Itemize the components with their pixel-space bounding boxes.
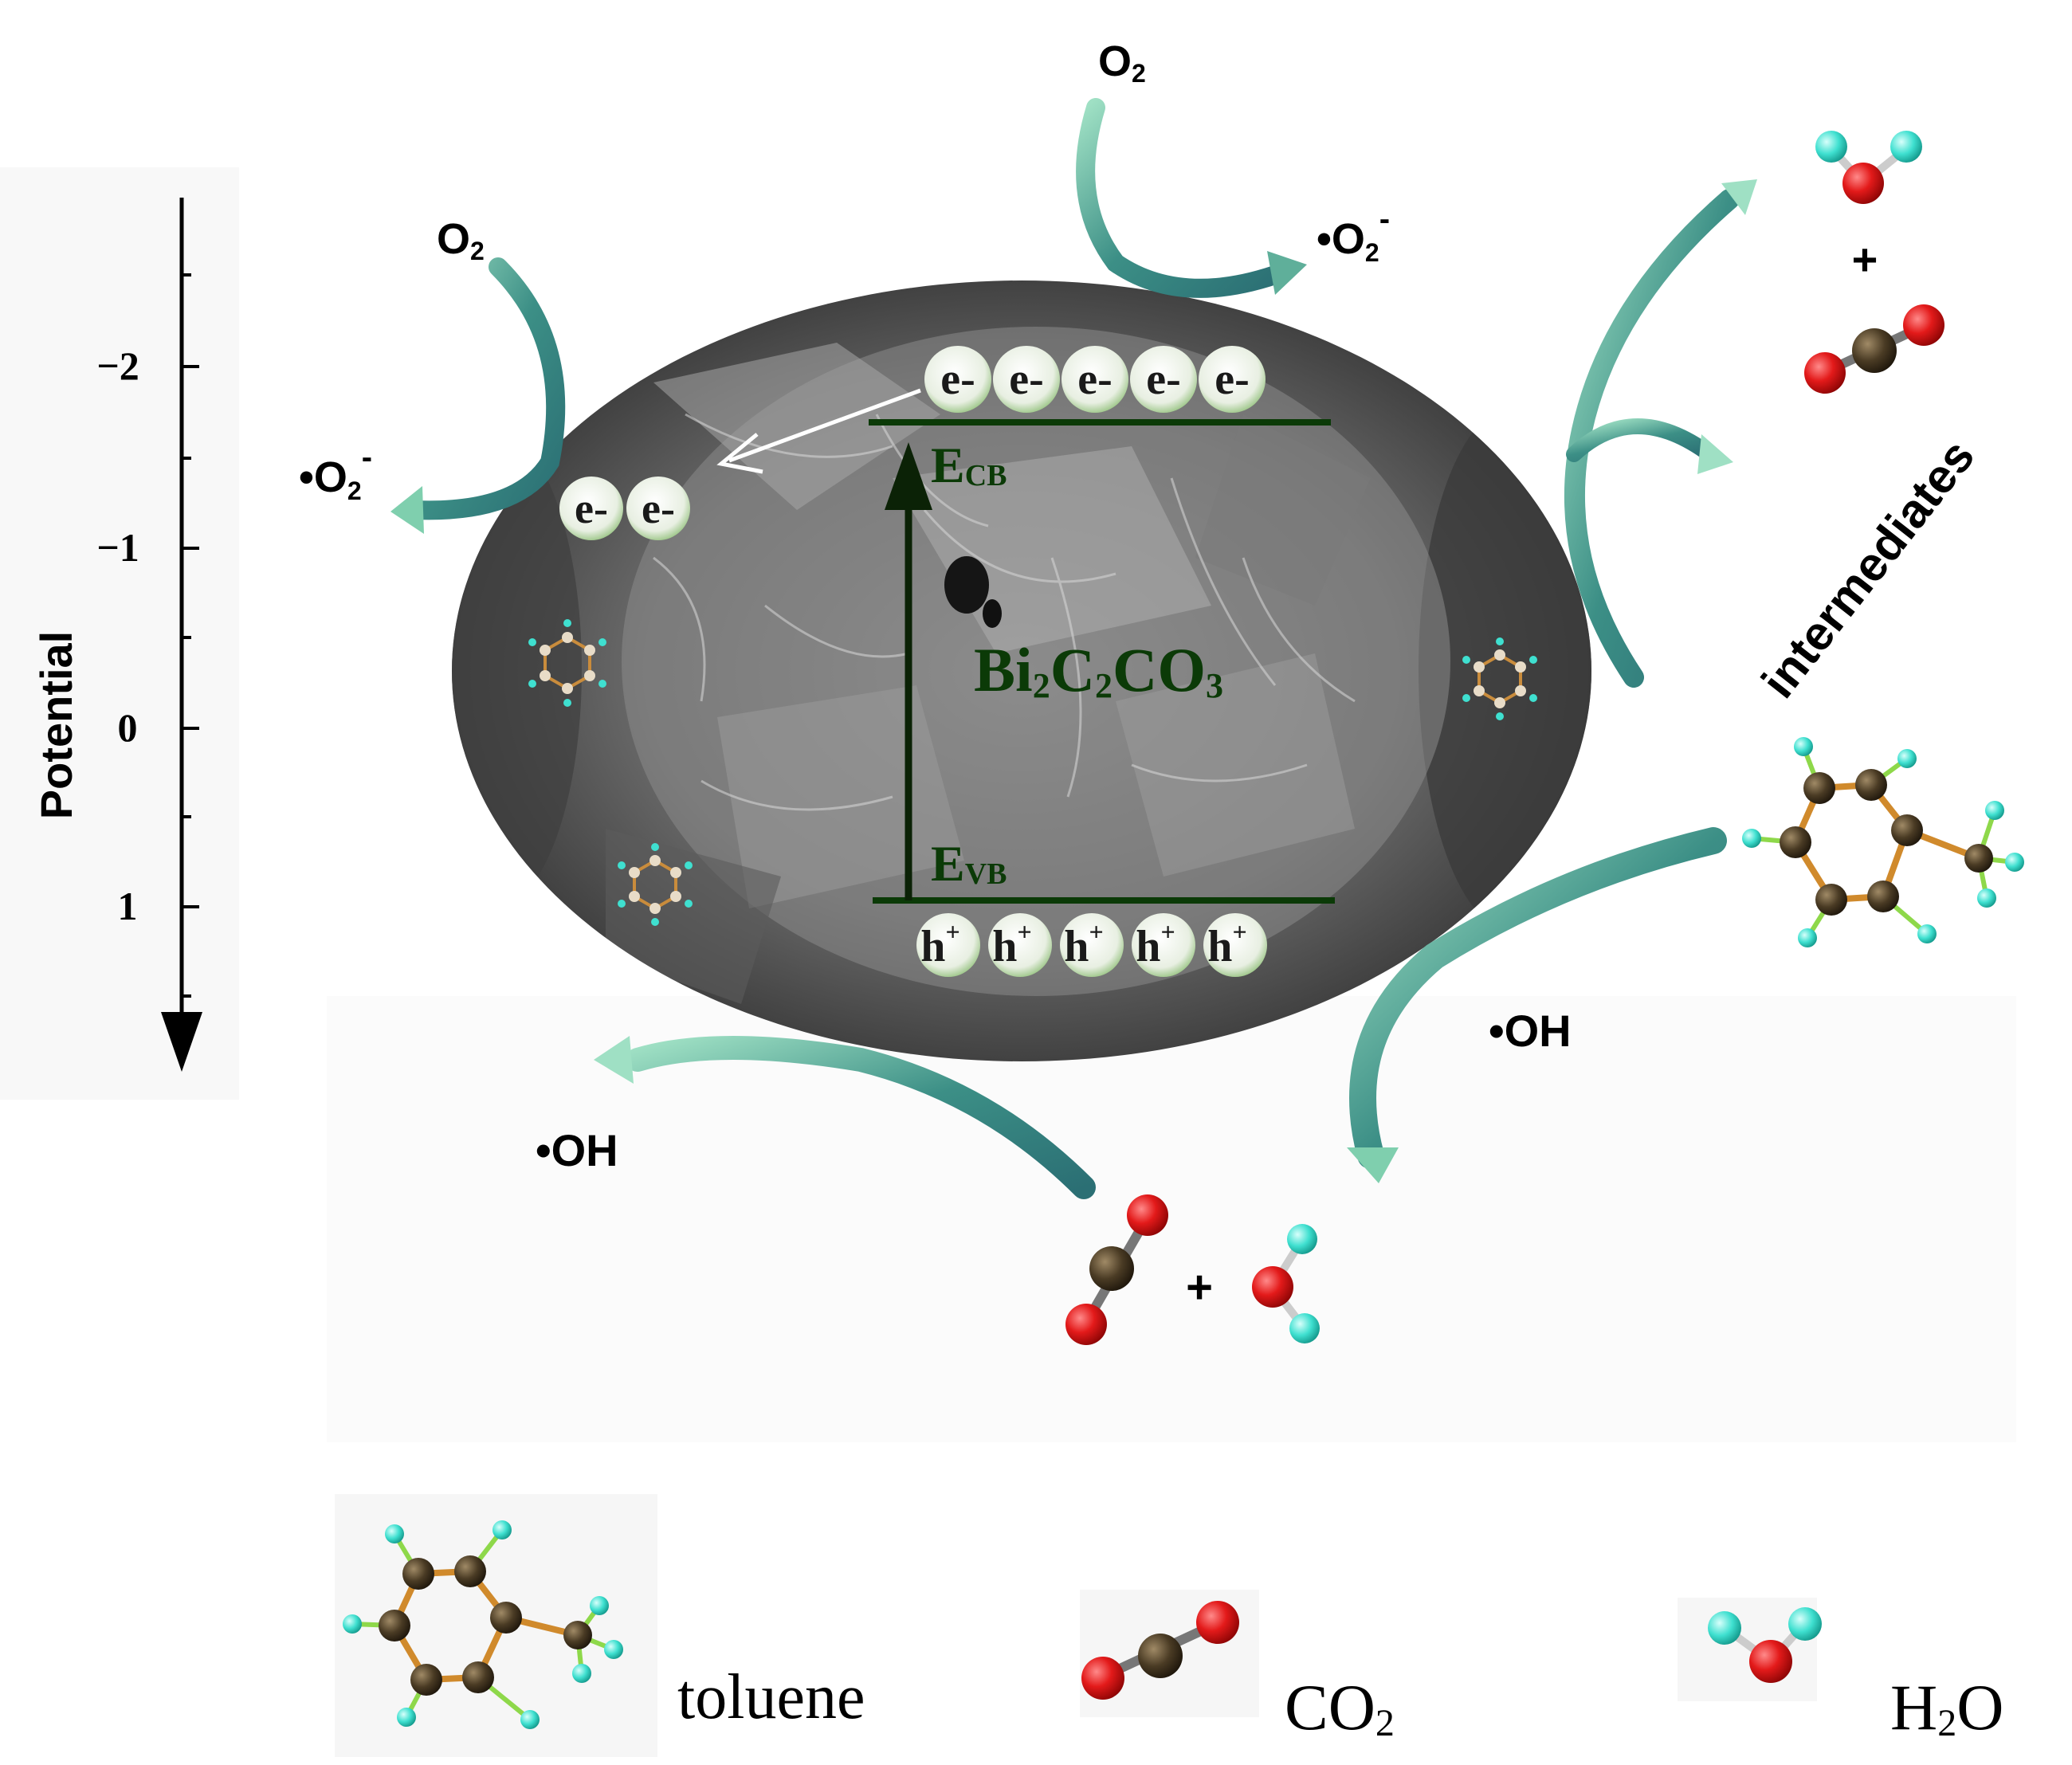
superoxide-label-left: •O2- [299,440,372,505]
legend-co2-label: CO2 [1285,1671,1395,1744]
potential-axis: −2 −1 0 1 Potential [31,198,202,1072]
electron-particle: e- [993,346,1060,413]
svg-text:e-: e- [1009,355,1044,404]
superoxide-label-top: •O2- [1317,202,1390,267]
adsorbed-toluene-icon [528,619,606,707]
water-molecule [1815,131,1922,204]
plus-sign-bottom: + [1186,1261,1213,1313]
hydroxyl-label-bottom: •OH [536,1125,618,1175]
hole-particle: h+ [916,913,980,977]
svg-text:e-: e- [1215,355,1250,404]
legend-toluene-label: toluene [677,1662,865,1732]
svg-text:h+: h+ [1207,917,1246,971]
vb-holes: h+ h+ h+ h+ h+ [916,913,1267,977]
tick-label-neg1: −1 [96,525,139,570]
adsorbed-toluene-icon [1462,637,1537,720]
adsorbed-toluene-icon [618,843,693,926]
catalyst-formula: Bi2C2CO3 [974,635,1223,705]
sem-image-oval [452,280,1591,1061]
svg-text:e-: e- [1146,355,1181,404]
legend-h2o-label: H2O [1890,1671,2003,1744]
cb-electrons: e- e- e- e- e- [924,346,1266,413]
hole-particle: h+ [1132,913,1195,977]
svg-text:h+: h+ [1064,917,1103,971]
electron-particle: e- [559,477,623,540]
o2-label-top: O2 [1098,37,1146,88]
co2-molecule [1065,1194,1168,1345]
electron-particle: e- [1062,346,1128,413]
bottom-panel-bg [327,996,2016,1442]
svg-text:h+: h+ [992,917,1031,971]
svg-text:h+: h+ [920,917,959,971]
plus-sign-top: + [1852,234,1878,284]
transferred-electrons: e- e- [559,477,690,540]
hole-particle: h+ [1060,913,1124,977]
intermediates-label: intermediates [1751,429,1984,708]
legend-h2o-molecule [1708,1607,1822,1683]
hole-particle: h+ [1203,913,1267,977]
water-molecule [1252,1224,1320,1343]
electron-transfer-arrow [716,388,921,474]
o2-label-left: O2 [437,215,485,265]
tick-label-1: 1 [118,884,138,928]
ecb-label: ECB [931,437,1007,493]
axis-panel-bg [0,167,239,1100]
legend-co2-molecule [1081,1601,1239,1700]
arrow-oh-bottom [594,1036,1096,1199]
svg-text:e-: e- [1077,355,1113,404]
svg-text:e-: e- [642,484,675,532]
arrow-o2-top [1076,98,1307,298]
evb-label: EVB [931,835,1007,892]
tick-label-0: 0 [118,705,138,750]
svg-text:h+: h+ [1136,917,1175,971]
svg-text:e-: e- [575,484,608,532]
co2-molecule [1804,304,1944,394]
hydroxyl-label-right: •OH [1489,1006,1572,1056]
axis-arrowhead [161,1012,202,1072]
electron-particle: e- [626,477,690,540]
electron-particle: e- [1130,346,1197,413]
legend-toluene-molecule [343,1520,623,1729]
svg-text:e-: e- [940,355,975,404]
hole-particle: h+ [988,913,1052,977]
arrow-toluene-to-products [1564,179,1757,688]
toluene-molecule [1742,737,2024,947]
electron-particle: e- [1199,346,1266,413]
pore [944,556,989,614]
electron-particle: e- [924,346,991,413]
tick-label-neg2: −2 [96,343,139,388]
arrow-o2-left [390,257,566,534]
arrow-oh-right [1347,827,1727,1183]
band-gap-arrow [885,442,932,900]
axis-title: Potential [31,631,81,819]
